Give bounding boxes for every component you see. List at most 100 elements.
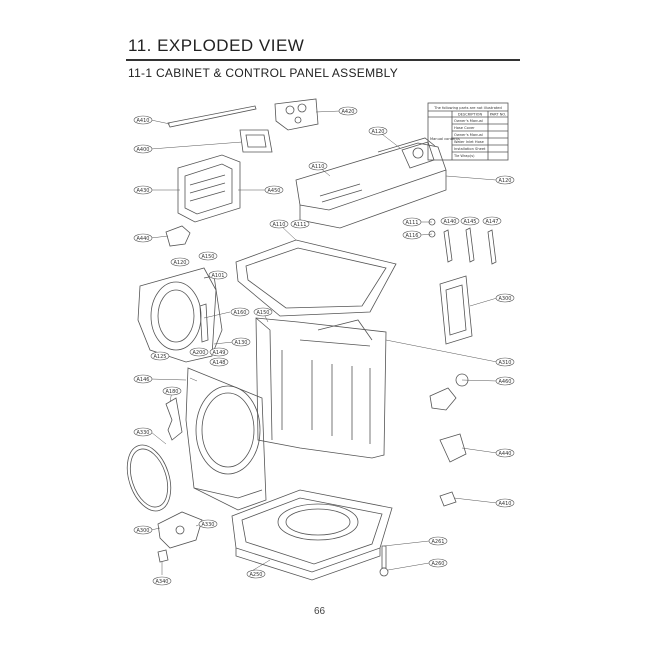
svg-text:A110: A110 [312,164,325,170]
svg-text:A250: A250 [250,572,263,578]
callout-a450: A450 [264,185,284,195]
callout-a120-door: A120 [170,257,190,267]
callout-a110-mid: A110 [269,219,289,229]
spring-part [199,303,209,343]
pressure-switch-part [239,129,273,153]
callout-a200: A200 [189,347,209,357]
svg-text:A450: A450 [268,188,281,194]
callout-a440-left: A440 [133,233,153,243]
pcb-box-part [177,154,241,223]
callout-a149: A149 [209,347,229,357]
svg-text:A410: A410 [499,501,512,507]
svg-text:A150: A150 [202,254,215,260]
callout-a160: A160 [230,307,250,317]
front-panel-part [185,367,267,511]
callout-a125: A125 [150,351,170,361]
callout-a120-top: A120 [368,126,388,136]
svg-text:A330: A330 [137,430,150,436]
callout-a420: A420 [338,106,358,116]
callout-a150-b: A150 [253,307,273,317]
svg-text:A120: A120 [174,260,187,266]
svg-text:A180: A180 [166,389,179,395]
callout-a310: A310 [495,357,515,367]
title-rule [126,59,520,61]
callout-a330-bottom: A330 [198,519,218,529]
callout-a261: A261 [428,536,448,546]
kick-bracket-part [157,511,203,549]
callout-a148: A148 [209,357,229,367]
svg-text:A125: A125 [154,354,167,360]
callout-a300-left: A300 [133,525,153,535]
svg-text:A120: A120 [372,129,385,135]
callout-a150-a: A150 [198,251,218,261]
callout-a460: A460 [495,376,515,386]
top-cover-part [235,239,397,317]
page-title: 11. EXPLODED VIEW [128,36,305,55]
callout-a130: A130 [231,337,251,347]
callout-a145: A145 [460,216,480,226]
svg-text:A110: A110 [273,222,286,228]
gasket-ring-part [126,444,172,512]
svg-text:A310: A310 [499,360,512,366]
svg-text:A150: A150 [257,310,270,316]
svg-text:A130: A130 [235,340,248,346]
callout-a340: A340 [152,576,172,586]
base-plate-part [231,489,393,581]
callout-a410: A410 [133,115,153,125]
svg-text:A440: A440 [137,236,150,242]
drain-part [439,433,467,463]
door-part [137,267,223,363]
legend-row: Installation Sheet [454,147,486,151]
legend-row: Owner's Manual [454,119,483,123]
foot-part [381,545,387,569]
shock-absorber-part [443,229,453,263]
svg-text:A430: A430 [137,188,150,194]
bracket-part [165,225,191,247]
legend-row: Hose Cover [454,126,475,130]
svg-text:A260: A260 [432,561,445,567]
svg-text:A300: A300 [499,296,512,302]
callout-a120-right: A120 [495,175,515,185]
svg-text:A101: A101 [212,273,225,279]
callout-a110-top: A110 [308,161,328,171]
legend-group-label: Manual contents [430,137,460,141]
svg-text:A148: A148 [213,360,226,366]
svg-text:A116: A116 [406,233,419,239]
svg-text:A149: A149 [213,350,226,356]
svg-text:A440: A440 [499,451,512,457]
hanger-bar-part [167,105,257,128]
svg-text:A400: A400 [137,147,150,153]
valve-assembly-part [274,98,319,131]
legend-row: Water Inlet Hose [454,140,485,144]
side-panel-part [439,275,473,345]
legend-table-frame [427,102,509,161]
legend-row: Tie Wrap(s) [453,154,475,158]
callout-a147: A147 [482,216,502,226]
callout-a146: A146 [133,374,153,384]
legend-heading: The following parts are not illustrated [433,106,502,110]
callout-a300-right: A300 [495,293,515,303]
callout-a410-right: A410 [495,498,515,508]
section-subtitle: 11-1 CABINET & CONTROL PANEL ASSEMBLY [128,66,399,80]
callout-a111-a: A111 [290,219,310,229]
svg-text:A146: A146 [137,377,150,383]
hose-part [439,491,457,507]
legend-col-part: PART NO. [490,113,506,117]
callout-a330-left: A330 [133,427,153,437]
callout-a116: A116 [402,230,422,240]
svg-text:A420: A420 [342,109,355,115]
svg-text:A410: A410 [137,118,150,124]
svg-text:A460: A460 [499,379,512,385]
page-number: 66 [314,606,326,617]
svg-text:A120: A120 [499,178,512,184]
svg-text:A340: A340 [156,579,169,585]
callout-a101: A101 [208,270,228,280]
callout-a250: A250 [246,569,266,579]
svg-text:A300: A300 [137,528,150,534]
callout-a430: A430 [133,185,153,195]
legend-row: Owner's Manual [454,133,483,137]
svg-text:A200: A200 [193,350,206,356]
svg-text:A145: A145 [464,219,477,225]
svg-text:A261: A261 [432,539,445,545]
